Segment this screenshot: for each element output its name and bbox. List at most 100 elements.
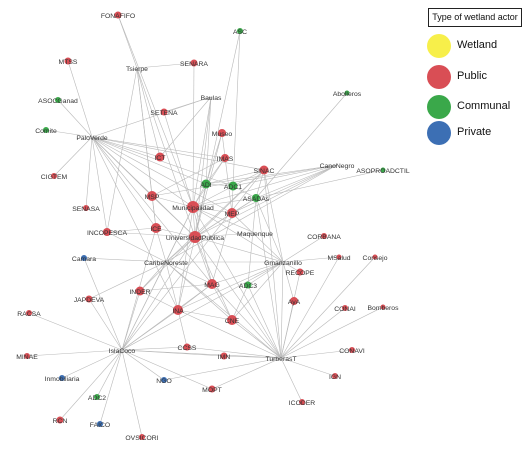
edge-CaribeNoreste-INDER <box>139 261 167 292</box>
node-marker-CONAVI <box>349 347 355 353</box>
edge-Baulas-ADI <box>205 96 212 185</box>
node-label-CNE: CNE <box>225 318 240 325</box>
edge-ADI-ADC1 <box>205 183 234 187</box>
edge-ADC3-CNE <box>231 284 249 321</box>
edge-Tsierpe-ICT <box>136 67 161 158</box>
node-ICODER: ICODER <box>289 399 315 407</box>
node-marker-MINAE <box>24 353 30 359</box>
node-label-ASC: ASC <box>233 29 247 36</box>
edge-layer <box>26 14 384 438</box>
node-marker-ADC2 <box>94 394 100 400</box>
node-marker-ASC <box>237 28 243 34</box>
edge-SINAC-Gmanzanillo <box>263 169 284 263</box>
node-label-OVSICORI: OVSICORI <box>125 435 158 442</box>
node-label-Museo: Museo <box>212 131 233 138</box>
node-label-MSP: MSP <box>145 194 160 201</box>
node-MSalud: MSalud <box>327 254 351 262</box>
edge-MSP-UniversidadPublica <box>151 195 196 238</box>
node-marker-INA <box>173 305 183 315</box>
edge-UniversidadPublica-MEP <box>194 212 233 238</box>
node-MTSS: MTSS <box>59 57 78 66</box>
node-label-ICE: ICE <box>150 226 162 233</box>
edge-ASADAs-TurberasT <box>255 197 282 359</box>
edge-TurberasT-RECOPE <box>280 271 301 359</box>
node-marker-MSalud <box>336 254 342 260</box>
node-marker-FAICO <box>97 421 103 427</box>
node-marker-MAG <box>207 279 217 289</box>
node-FONAFIFO: FONAFIFO <box>101 11 135 20</box>
edge-Municipalidad-TurberasT <box>192 206 282 359</box>
edge-IslaCoco-TurberasT <box>121 349 282 359</box>
edge-UniversidadPublica-Gmanzanillo <box>194 236 284 263</box>
node-ADC2: ADC2 <box>88 394 106 402</box>
edge-Tsierpe-INCOPESCA <box>106 67 138 233</box>
node-label-Municipalidad: Municipalidad <box>172 205 214 212</box>
node-FAICO: FAICO <box>90 421 110 429</box>
node-label-TurberasT: TurberasT <box>265 356 296 363</box>
node-RCN: RCN <box>53 416 67 425</box>
edge-TurberasT-MAG <box>211 283 282 359</box>
edge-SETENA-Municipalidad <box>163 111 194 208</box>
node-label-INA: INA <box>172 308 184 315</box>
node-marker-CONAI <box>342 305 348 311</box>
node-marker-Museo <box>218 129 226 137</box>
node-label-INCOPESCA: INCOPESCA <box>87 230 128 237</box>
node-MINAE: MINAE <box>16 353 38 361</box>
edge-CanoNegro-CaribeNoreste <box>165 164 338 263</box>
edge-CaribeNoreste-ICE <box>155 227 167 263</box>
node-ICE: ICE <box>150 223 162 233</box>
edge-Gmanzanillo-INA <box>177 261 284 311</box>
node-ADC1: ADC1 <box>224 181 242 191</box>
edge-FONAFIFO-Municipalidad <box>117 14 194 208</box>
edge-IslaCoco-JAPDEVA <box>88 298 123 351</box>
edge-ICE-INCOPESCA <box>106 227 157 233</box>
node-marker-Abolleros <box>344 90 350 96</box>
node-label-CORBANA: CORBANA <box>307 234 341 241</box>
node-ASC: ASC <box>233 28 247 36</box>
edge-MTSS-PaloVerde <box>67 60 93 138</box>
edge-TurberasT-IMN <box>223 355 282 359</box>
node-IslaCoco: IslaCoco <box>109 348 136 355</box>
edge-PaloVerde-MEP <box>91 136 233 214</box>
node-IGN: IGN <box>329 373 341 381</box>
node-CCSS: CCSS <box>178 343 197 352</box>
edge-Abolleros-ASADAs <box>255 92 348 199</box>
edge-CaribeNoreste-MAG <box>165 261 213 285</box>
edge-Maquenque-Municipalidad <box>192 206 256 234</box>
edge-IMAS-MSP <box>151 157 226 197</box>
node-MEP: MEP <box>225 208 240 218</box>
legend-swatch-public <box>427 65 451 89</box>
node-SINAC: SINAC <box>254 165 274 175</box>
edge-Tsierpe-UniversidadPublica <box>136 67 196 238</box>
edge-UniversidadPublica-IslaCoco <box>121 236 196 351</box>
edge-TurberasT-ICODER <box>280 357 303 403</box>
node-MSP: MSP <box>145 191 160 201</box>
node-INDER: INDER <box>129 286 151 296</box>
node-PaloVerde: PaloVerde <box>76 135 108 142</box>
node-ADC3: ADC3 <box>239 281 257 290</box>
node-label-NGO: NGO <box>156 378 171 385</box>
node-marker-ICE <box>151 223 161 233</box>
edge-IslaCoco-OVSICORI <box>121 349 143 438</box>
node-CNE: CNE <box>225 315 240 325</box>
edge-CanoNegro-Municipalidad <box>192 164 338 208</box>
edge-Municipalidad-MAG <box>192 206 213 285</box>
node-CONAVI: CONAVI <box>339 347 365 355</box>
legend-title: Type of wetland actor <box>428 8 522 27</box>
edge-PaloVerde-MAG <box>91 136 213 285</box>
edge-PaloVerde-CIGTEM <box>53 136 93 177</box>
node-marker-Comite <box>43 127 49 133</box>
edge-MEP-Gmanzanillo <box>231 212 284 263</box>
node-SENARA: SENARA <box>180 59 208 68</box>
edge-Museo-MEP <box>221 132 233 214</box>
node-SETENA: SETENA <box>150 108 178 117</box>
node-ADI: ADI <box>200 179 212 189</box>
edge-ASC-ADC1 <box>232 30 241 187</box>
edge-ASADAs-ADC3 <box>247 197 257 286</box>
node-label-IMN: IMN <box>218 354 231 361</box>
edge-Gmanzanillo-MSalud <box>282 256 340 263</box>
node-label-Tsierpe: Tsierpe <box>126 66 148 73</box>
node-CaribeNoreste: CaribeNoreste <box>144 260 188 267</box>
edge-TurberasT-MSalud <box>280 256 340 359</box>
node-label-ASOCGanad: ASOCGanad <box>38 98 78 105</box>
